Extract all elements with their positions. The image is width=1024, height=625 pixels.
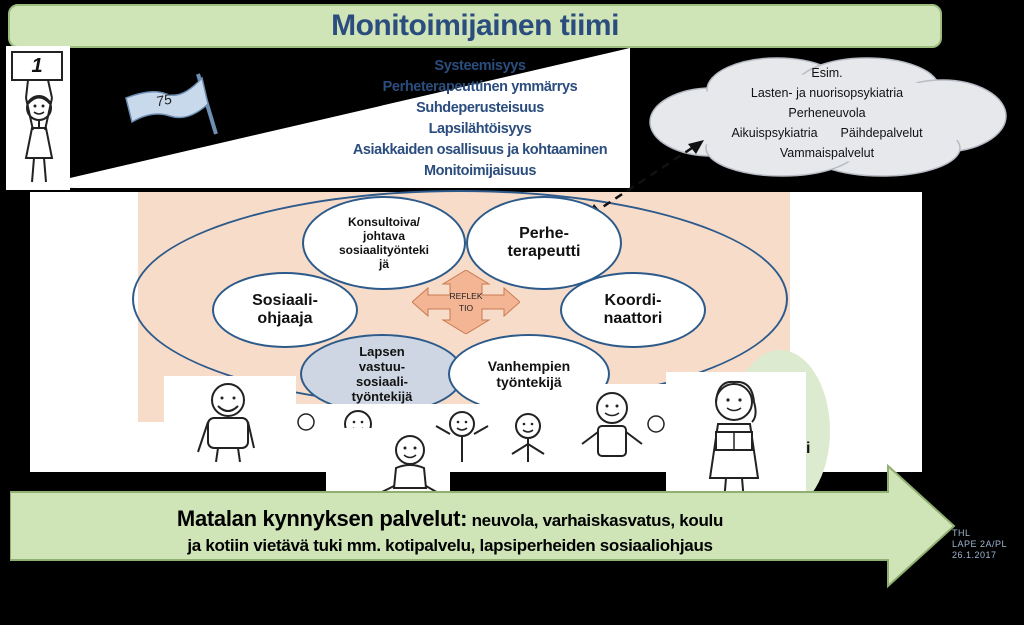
cloud-item: Perheneuvola <box>788 106 866 120</box>
boy-right-drawing <box>581 392 665 457</box>
role-lapsen-vastuusosiaalityontekija: Lapsen vastuu- sosiaali- työntekijä <box>300 334 464 414</box>
roof <box>70 48 630 188</box>
girl-drawing <box>435 411 489 462</box>
principle-item: Systeemisyys <box>434 58 526 74</box>
role-koordinaattori: Koordi- naattori <box>560 272 706 348</box>
cloud-item: Vammaispalvelut <box>779 146 875 160</box>
thl-line: 26.1.2017 <box>952 550 997 560</box>
figure-boy-right <box>562 384 666 462</box>
reflection-label: REFLEK TIO <box>449 291 483 313</box>
arrow-text: Matalan kynnyksen palvelut: neuvola, var… <box>20 500 880 570</box>
cloud-item-pair: Aikuispsykiatria Päihdepalvelut <box>632 126 1022 140</box>
flag-text: 75 <box>154 90 174 110</box>
role-konsultoiva: Konsultoiva/ johtava sosiaalityönteki jä <box>302 196 466 290</box>
cloud-shape <box>649 57 1007 177</box>
figure-child-middle <box>494 404 562 462</box>
role-perheterapeutti: Perhe- terapeutti <box>466 196 622 290</box>
cloud-item: Lasten- ja nuorisopsykiatria <box>750 86 904 100</box>
principles-list: Systeemisyys Perheterapeuttinen ymmärrys… <box>330 58 630 182</box>
principle-item: Asiakkaiden osallisuus ja kohtaaminen <box>352 142 608 158</box>
figure-woman-book <box>666 372 806 512</box>
sign-holder-drawing <box>11 51 63 183</box>
thl-credit: THL LAPE 2A/PL 26.1.2017 <box>952 528 1022 568</box>
flag: 75 <box>122 70 222 140</box>
figure-baby <box>326 428 450 500</box>
sign-holder-figure: 1 <box>6 46 70 190</box>
figure-girl-pigtails <box>430 404 494 462</box>
flag-drawing <box>125 73 218 135</box>
grandpa-drawing <box>197 383 255 463</box>
reflection-arrow: REFLEK TIO <box>411 269 521 335</box>
woman-book-drawing <box>708 380 760 503</box>
cloud-item: Päihdepalvelut <box>840 126 923 140</box>
figure-grandpa <box>164 376 296 463</box>
role-sosiaaliohjaaja: Sosiaali- ohjaaja <box>212 272 358 348</box>
principle-item: Monitoimijaisuus <box>423 163 537 179</box>
low-threshold-arrow <box>10 463 956 589</box>
partial-letter: i <box>806 440 811 457</box>
thl-line: LAPE 2A/PL <box>952 539 1008 549</box>
principle-item: Suhdeperusteisuus <box>416 100 544 116</box>
sign-number: 1 <box>31 55 43 77</box>
cloud-header: Esim. <box>811 66 843 80</box>
arrow-line-2: ja kotiin vietävä tuki mm. kotipalvelu, … <box>187 536 713 555</box>
child-middle-drawing <box>511 413 545 462</box>
principle-item: Lapsilähtöisyys <box>428 121 532 137</box>
services-cloud: Esim. Lasten- ja nuorisopsykiatria Perhe… <box>632 50 1022 182</box>
arrow-line-1-rest: neuvola, varhaiskasvatus, koulu <box>467 511 724 530</box>
diagram-title: Monitoimijainen tiimi <box>331 9 619 42</box>
arrow-title: Matalan kynnyksen palvelut: <box>176 506 468 531</box>
title-bar: Monitoimijainen tiimi <box>8 4 942 48</box>
principle-item: Perheterapeuttinen ymmärrys <box>382 79 578 95</box>
thl-line: THL <box>952 528 971 538</box>
cloud-item: Aikuispsykiatria <box>731 126 818 140</box>
arrow-line-1: Matalan kynnyksen palvelut: neuvola, var… <box>20 506 880 532</box>
